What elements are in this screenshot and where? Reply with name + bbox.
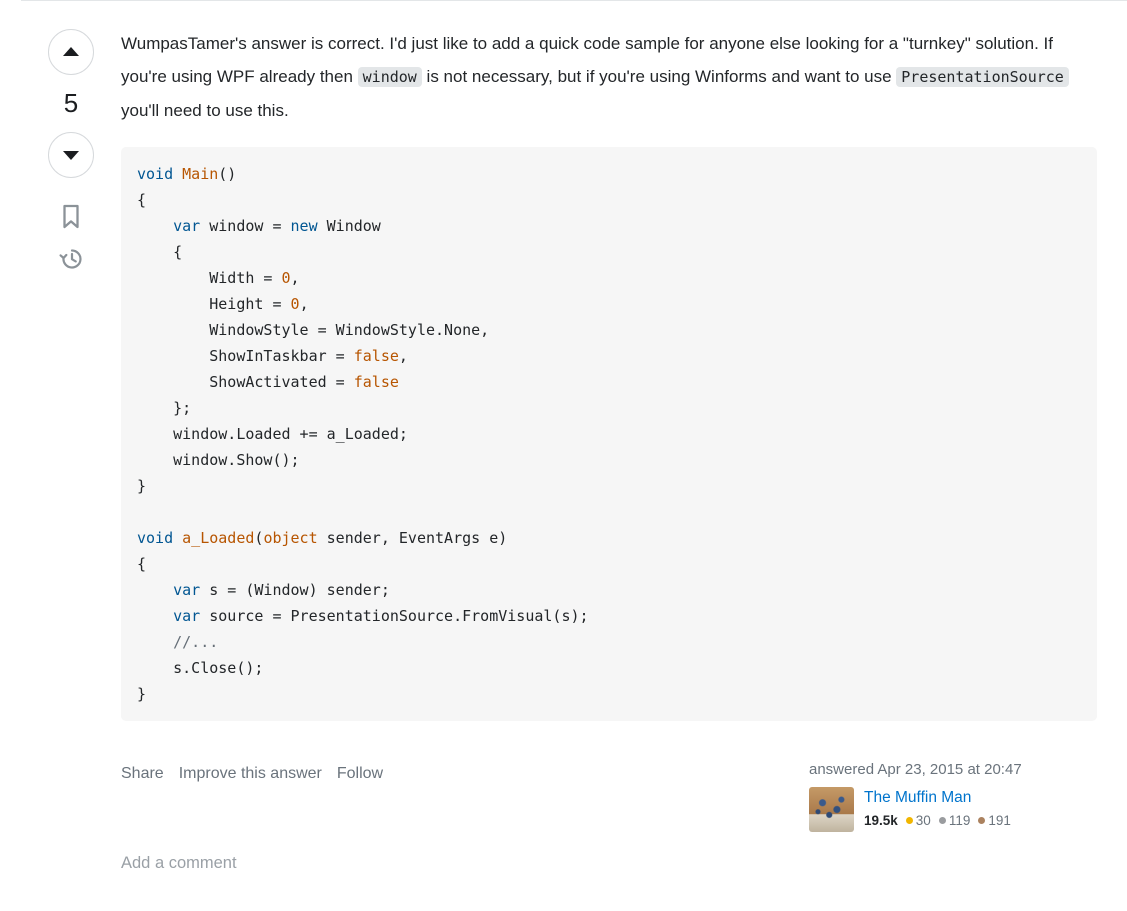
- code-line: [137, 499, 1081, 525]
- user-card: The Muffin Man 19.5k 30 119 191: [809, 787, 1097, 832]
- code-line: {: [137, 191, 147, 209]
- post-actions: Share Improve this answer Follow: [121, 761, 383, 783]
- code-line: {: [137, 555, 147, 573]
- inline-code: window: [357, 67, 422, 87]
- code-line: var window = new Window: [173, 217, 381, 235]
- inline-code: PresentationSource: [896, 67, 1069, 87]
- gold-badge-icon: [905, 817, 913, 824]
- badge-gold: 30: [905, 813, 931, 828]
- code-line: void a_Loaded(object sender, EventArgs e…: [137, 529, 508, 547]
- code-line: var s = (Window) sender;: [173, 581, 390, 599]
- badge-bronze: 191: [978, 813, 1011, 828]
- code-line: }: [137, 477, 147, 495]
- code-line: ShowActivated = false: [137, 373, 399, 391]
- edit-link[interactable]: Improve this answer: [178, 765, 322, 782]
- reputation-score: 19.5k: [864, 813, 898, 828]
- share-link[interactable]: Share: [121, 765, 164, 782]
- code-line: WindowStyle = WindowStyle.None,: [137, 321, 490, 339]
- code-block: void Main() { var window = new Window { W…: [121, 147, 1097, 721]
- bronze-badge-count: 191: [988, 813, 1011, 828]
- code-line: {: [137, 243, 183, 261]
- code-line: }: [137, 685, 147, 703]
- history-icon: [59, 249, 82, 269]
- answered-timestamp: answered Apr 23, 2015 at 20:47: [809, 761, 1022, 778]
- code-line: Height = 0,: [137, 295, 309, 313]
- bookmark-icon: [63, 204, 79, 229]
- bookmark-button[interactable]: [61, 204, 81, 229]
- arrow-down-icon: [63, 151, 79, 160]
- code-line: //...: [173, 633, 219, 651]
- code-line: void Main(): [137, 165, 237, 183]
- code-line: window.Show();: [137, 451, 300, 469]
- code-line: ShowInTaskbar = false,: [137, 347, 408, 365]
- post-footer: Share Improve this answer Follow answere…: [121, 761, 1097, 832]
- add-comment-link[interactable]: Add a comment: [121, 854, 237, 872]
- upvote-button[interactable]: [48, 29, 94, 75]
- bronze-badge-icon: [978, 817, 986, 824]
- code-line: s.Close();: [137, 659, 264, 677]
- downvote-button[interactable]: [48, 132, 94, 178]
- vote-score: 5: [63, 88, 79, 118]
- gold-badge-count: 30: [915, 813, 931, 828]
- badge-silver: 119: [938, 813, 971, 828]
- code-line: };: [137, 399, 192, 417]
- user-reputation: 19.5k 30 119 191: [864, 813, 1011, 828]
- badge-list: 30 119 191: [905, 813, 1011, 828]
- answer: 5: [0, 1, 1127, 873]
- silver-badge-icon: [938, 817, 946, 824]
- answer-post: WumpasTamer's answer is correct. I'd jus…: [121, 17, 1097, 873]
- code-line: var source = PresentationSource.FromVisu…: [173, 607, 589, 625]
- vote-cell: 5: [21, 17, 121, 873]
- answer-signature: answered Apr 23, 2015 at 20:47 The Muffi…: [809, 761, 1097, 832]
- code-line: Width = 0,: [137, 269, 300, 287]
- user-name-link[interactable]: The Muffin Man: [864, 789, 972, 806]
- user-details: The Muffin Man 19.5k 30 119 191: [864, 787, 1011, 828]
- arrow-up-icon: [63, 47, 79, 56]
- history-button[interactable]: [58, 245, 85, 272]
- answer-text: WumpasTamer's answer is correct. I'd jus…: [121, 27, 1097, 127]
- answer-divider: [21, 0, 1127, 1]
- avatar[interactable]: [809, 787, 854, 832]
- silver-badge-count: 119: [948, 813, 971, 828]
- code-line: window.Loaded += a_Loaded;: [137, 425, 408, 443]
- follow-link[interactable]: Follow: [336, 765, 384, 782]
